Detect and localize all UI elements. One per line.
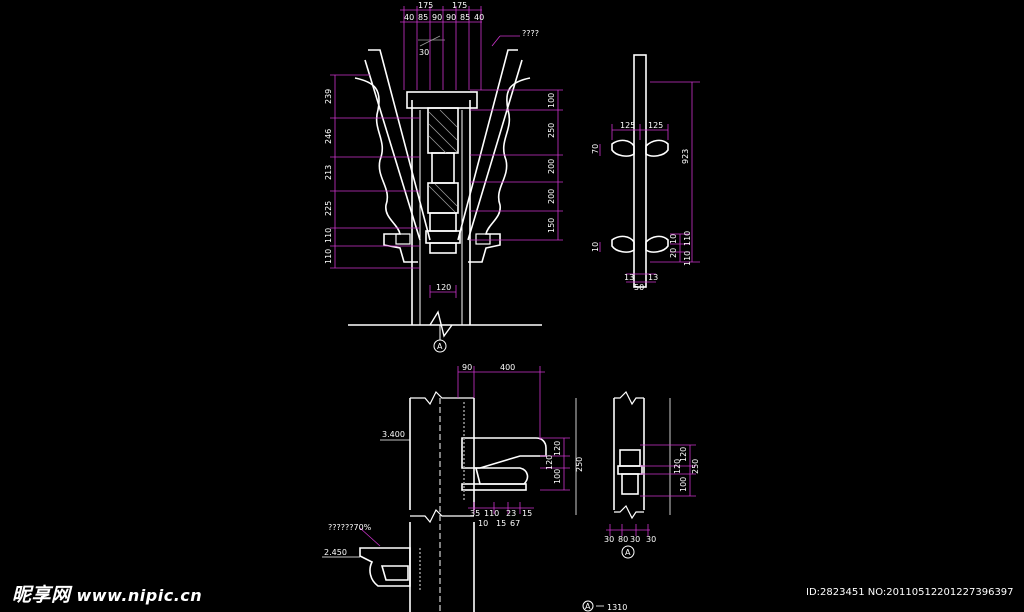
dim-center-width: 120 [436, 283, 451, 292]
dim-top-sub-1: 40 [404, 13, 414, 22]
dim-left-h-4: 225 [324, 201, 333, 216]
top-center-detail [348, 49, 542, 338]
dim-lower-right-2: 120 [545, 455, 554, 470]
dim-lower-bottom-6: 15 [496, 519, 506, 528]
dim-right-bottom-4: 30 [646, 535, 656, 544]
dim-side-right-2: 20 [669, 248, 678, 258]
top-center-dimensions [330, 6, 563, 298]
dim-top-sub-2: 85 [418, 13, 428, 22]
bottom-scale-label: 1310 [607, 603, 627, 612]
dim-top-width-1: 175 [418, 1, 433, 10]
section-a-label: A [437, 342, 443, 351]
dim-lower-right-4: 250 [575, 457, 584, 472]
dim-side-small-1: 70 [591, 144, 600, 154]
dim-side-small-2: 10 [591, 242, 600, 252]
right-detail-dimensions [606, 444, 696, 536]
right-detail [575, 390, 671, 520]
top-center-dim-text: 175 175 40 85 90 90 85 40 30 ???? 239 24… [324, 1, 556, 292]
dim-right-detail-2: 120 [673, 459, 682, 474]
dim-right-h-1: 100 [547, 93, 556, 108]
dim-right-bottom-2: 80 [618, 535, 628, 544]
dim-top-sub-5: 85 [460, 13, 470, 22]
dim-side-right-3: 110 [683, 231, 692, 246]
dim-left-h-3: 213 [324, 165, 333, 180]
dim-lower-bottom-2: 110 [484, 509, 499, 518]
dim-left-h-6: 110 [324, 249, 333, 264]
dim-lower-bottom-7: 67 [510, 519, 520, 528]
dim-top-width-2: 175 [452, 1, 467, 10]
top-callout-label: ???? [522, 29, 539, 38]
lower-section-hatch [419, 402, 465, 590]
side-detail-dim-text: 125 125 70 10 923 10 20 110 110 13 13 50 [591, 121, 692, 292]
dim-left-h-5: 110 [324, 228, 333, 243]
section-marker-top: A [433, 325, 447, 353]
lower-section-text: 90 400 3.400 2.450 ??????70% 120 120 100… [322, 363, 584, 558]
dim-top-sub-3: 90 [432, 13, 442, 22]
side-detail [611, 54, 669, 288]
image-id-label: ID:2823451 NO:20110512201227396397 [806, 587, 1014, 598]
dim-top-small: 30 [419, 48, 429, 57]
dim-side-bottom-3: 50 [634, 283, 644, 292]
dim-lower-bottom-3: 23 [506, 509, 516, 518]
lower-section-dimensions [359, 366, 570, 547]
dim-lower-right-3: 100 [553, 469, 562, 484]
dim-right-bottom-3: 30 [630, 535, 640, 544]
dim-side-w-2: 125 [648, 121, 663, 130]
dim-lower-top-2: 400 [500, 363, 515, 372]
top-center-hatch [418, 35, 458, 213]
dim-top-sub-4: 90 [446, 13, 456, 22]
watermark: 昵享网 www.nipic.cn [12, 580, 202, 607]
dim-side-right-1: 10 [669, 234, 678, 244]
elevation-label-2: 2.450 [324, 548, 347, 557]
dim-side-right-4: 110 [683, 251, 692, 266]
dim-left-h-2: 246 [324, 129, 333, 144]
right-detail-marker: A [625, 548, 631, 557]
dim-right-bottom-1: 30 [604, 535, 614, 544]
bottom-marker-a: A [585, 602, 591, 611]
dim-right-h-5: 150 [547, 218, 556, 233]
dim-side-bottom-2: 13 [648, 273, 658, 282]
dim-right-detail-1: 120 [679, 447, 688, 462]
bottom-marker: A 1310 [582, 600, 627, 612]
lower-note-label: ??????70% [328, 523, 372, 532]
dim-right-detail-4: 250 [691, 459, 700, 474]
dim-side-total: 923 [681, 149, 690, 164]
elevation-label-1: 3.400 [382, 430, 405, 439]
watermark-brand: 昵享网 [12, 584, 71, 606]
dim-lower-top-1: 90 [462, 363, 472, 372]
dim-right-h-4: 200 [547, 189, 556, 204]
dim-lower-bottom-5: 10 [478, 519, 488, 528]
lower-section [359, 390, 547, 612]
right-detail-text: 120 120 100 250 30 80 30 30 A [604, 447, 700, 559]
dim-lower-bottom-4: 15 [522, 509, 532, 518]
dim-right-detail-3: 100 [679, 477, 688, 492]
dim-top-sub-6: 40 [474, 13, 484, 22]
dim-right-h-3: 200 [547, 159, 556, 174]
dim-right-h-2: 250 [547, 123, 556, 138]
side-detail-dimensions [599, 81, 700, 283]
dim-side-bottom-1: 13 [624, 273, 634, 282]
dim-lower-bottom-1: 35 [470, 509, 480, 518]
watermark-site: www.nipic.cn [76, 586, 203, 605]
dim-side-w-1: 125 [620, 121, 635, 130]
dim-left-h-1: 239 [324, 89, 333, 104]
dim-lower-right-1: 120 [553, 441, 562, 456]
